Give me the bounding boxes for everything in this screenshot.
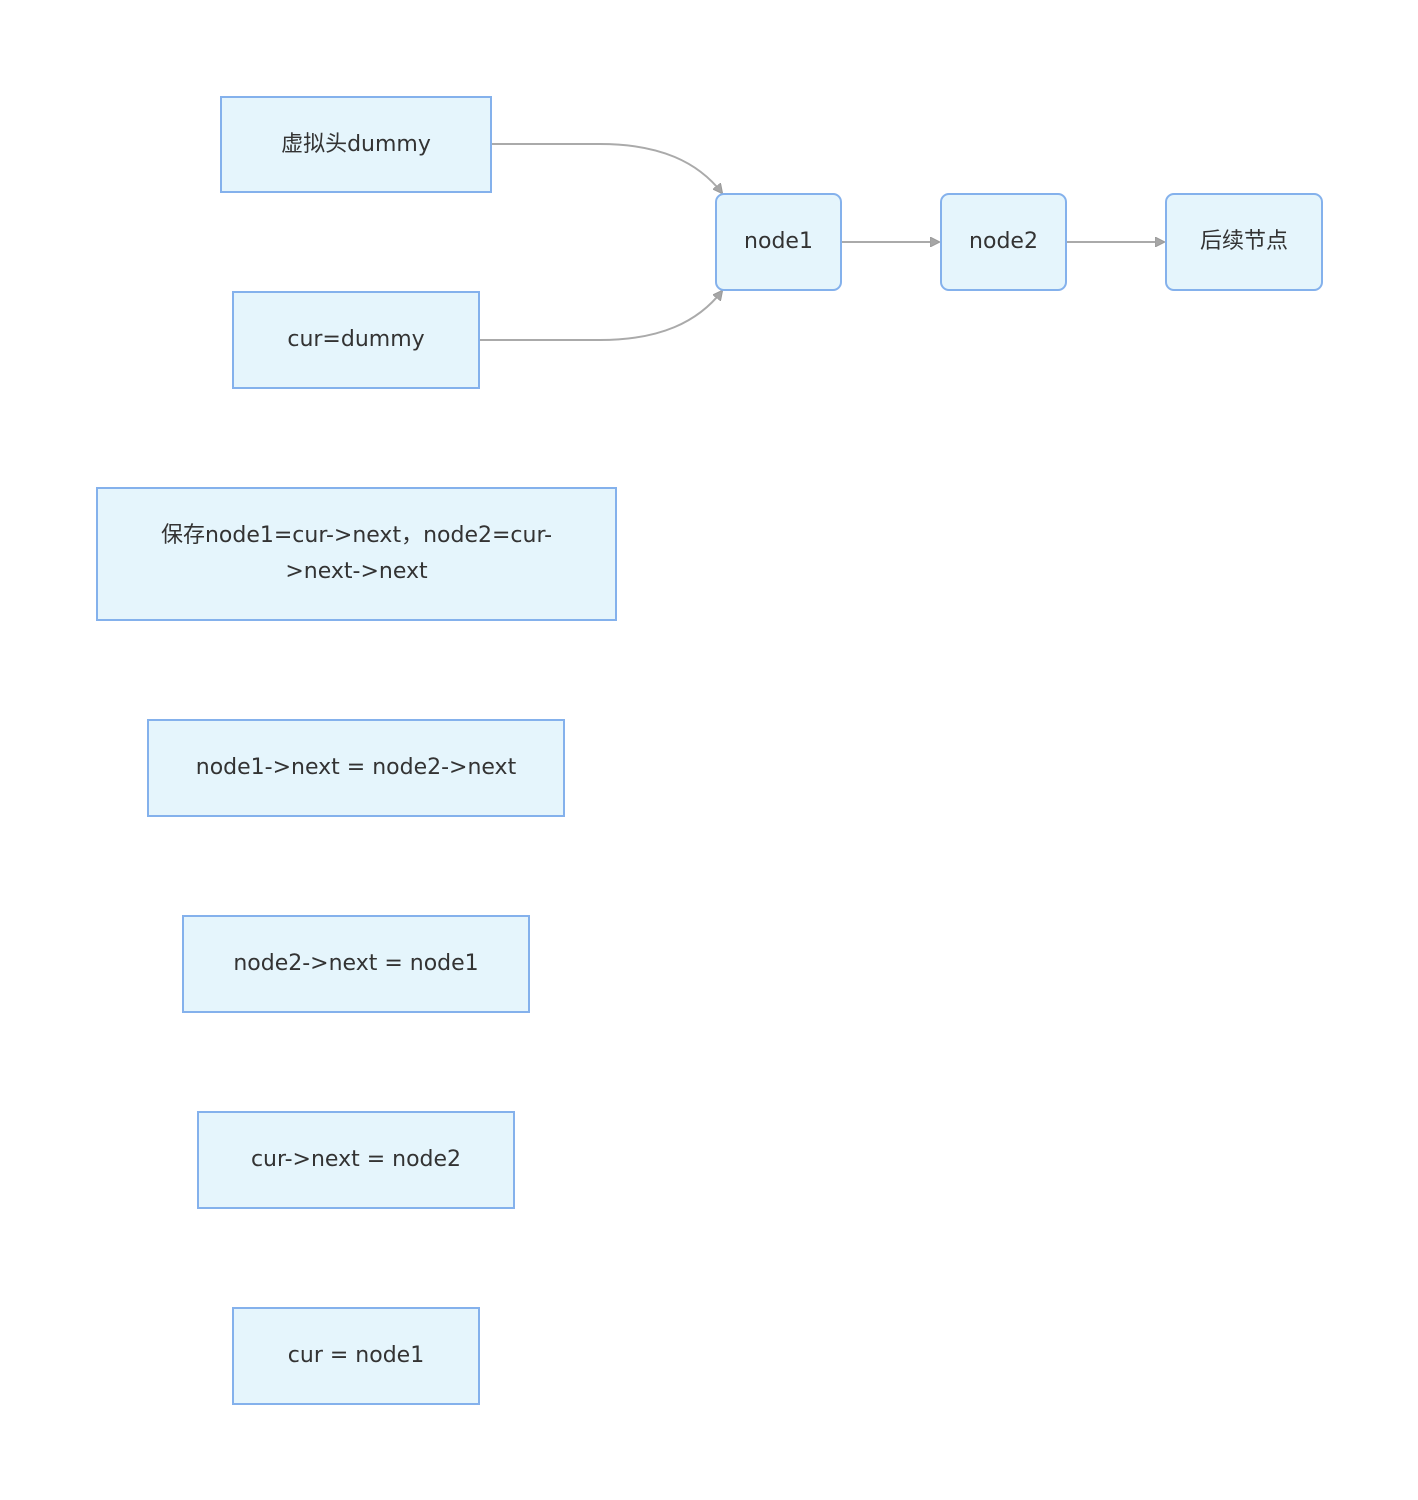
step-link-next-node: node1->next = node2->next: [147, 719, 565, 817]
step-advance-node: cur = node1: [232, 1307, 480, 1405]
node1-node: node1: [715, 193, 842, 291]
step-save-node: 保存node1=cur->next，node2=cur->next->next: [96, 487, 617, 621]
node1-label: node1: [744, 229, 813, 254]
cur-dummy-label: cur=dummy: [287, 327, 425, 352]
dummy-head-node: 虚拟头dummy: [220, 96, 492, 193]
step-cur-next-label: cur->next = node2: [250, 1147, 462, 1172]
edge-dummy-to-node1: [491, 143, 722, 193]
step-reverse-label: node2->next = node1: [233, 951, 479, 976]
edge-cur-dummy-to-node1: [479, 291, 722, 341]
node2-node: node2: [940, 193, 1067, 291]
rest-nodes-label: 后续节点: [1199, 229, 1288, 254]
node2-label: node2: [969, 229, 1038, 254]
step-save-label: 保存node1=cur->next，node2=cur->next->next: [160, 523, 553, 584]
step-cur-next-node: cur->next = node2: [197, 1111, 515, 1209]
rest-nodes-node: 后续节点: [1165, 193, 1323, 291]
step-link-next-label: node1->next = node2->next: [195, 755, 517, 780]
dummy-head-label: 虚拟头dummy: [281, 131, 431, 157]
step-advance-label: cur = node1: [287, 1343, 425, 1368]
cur-dummy-node: cur=dummy: [232, 291, 480, 389]
step-reverse-node: node2->next = node1: [182, 915, 530, 1013]
